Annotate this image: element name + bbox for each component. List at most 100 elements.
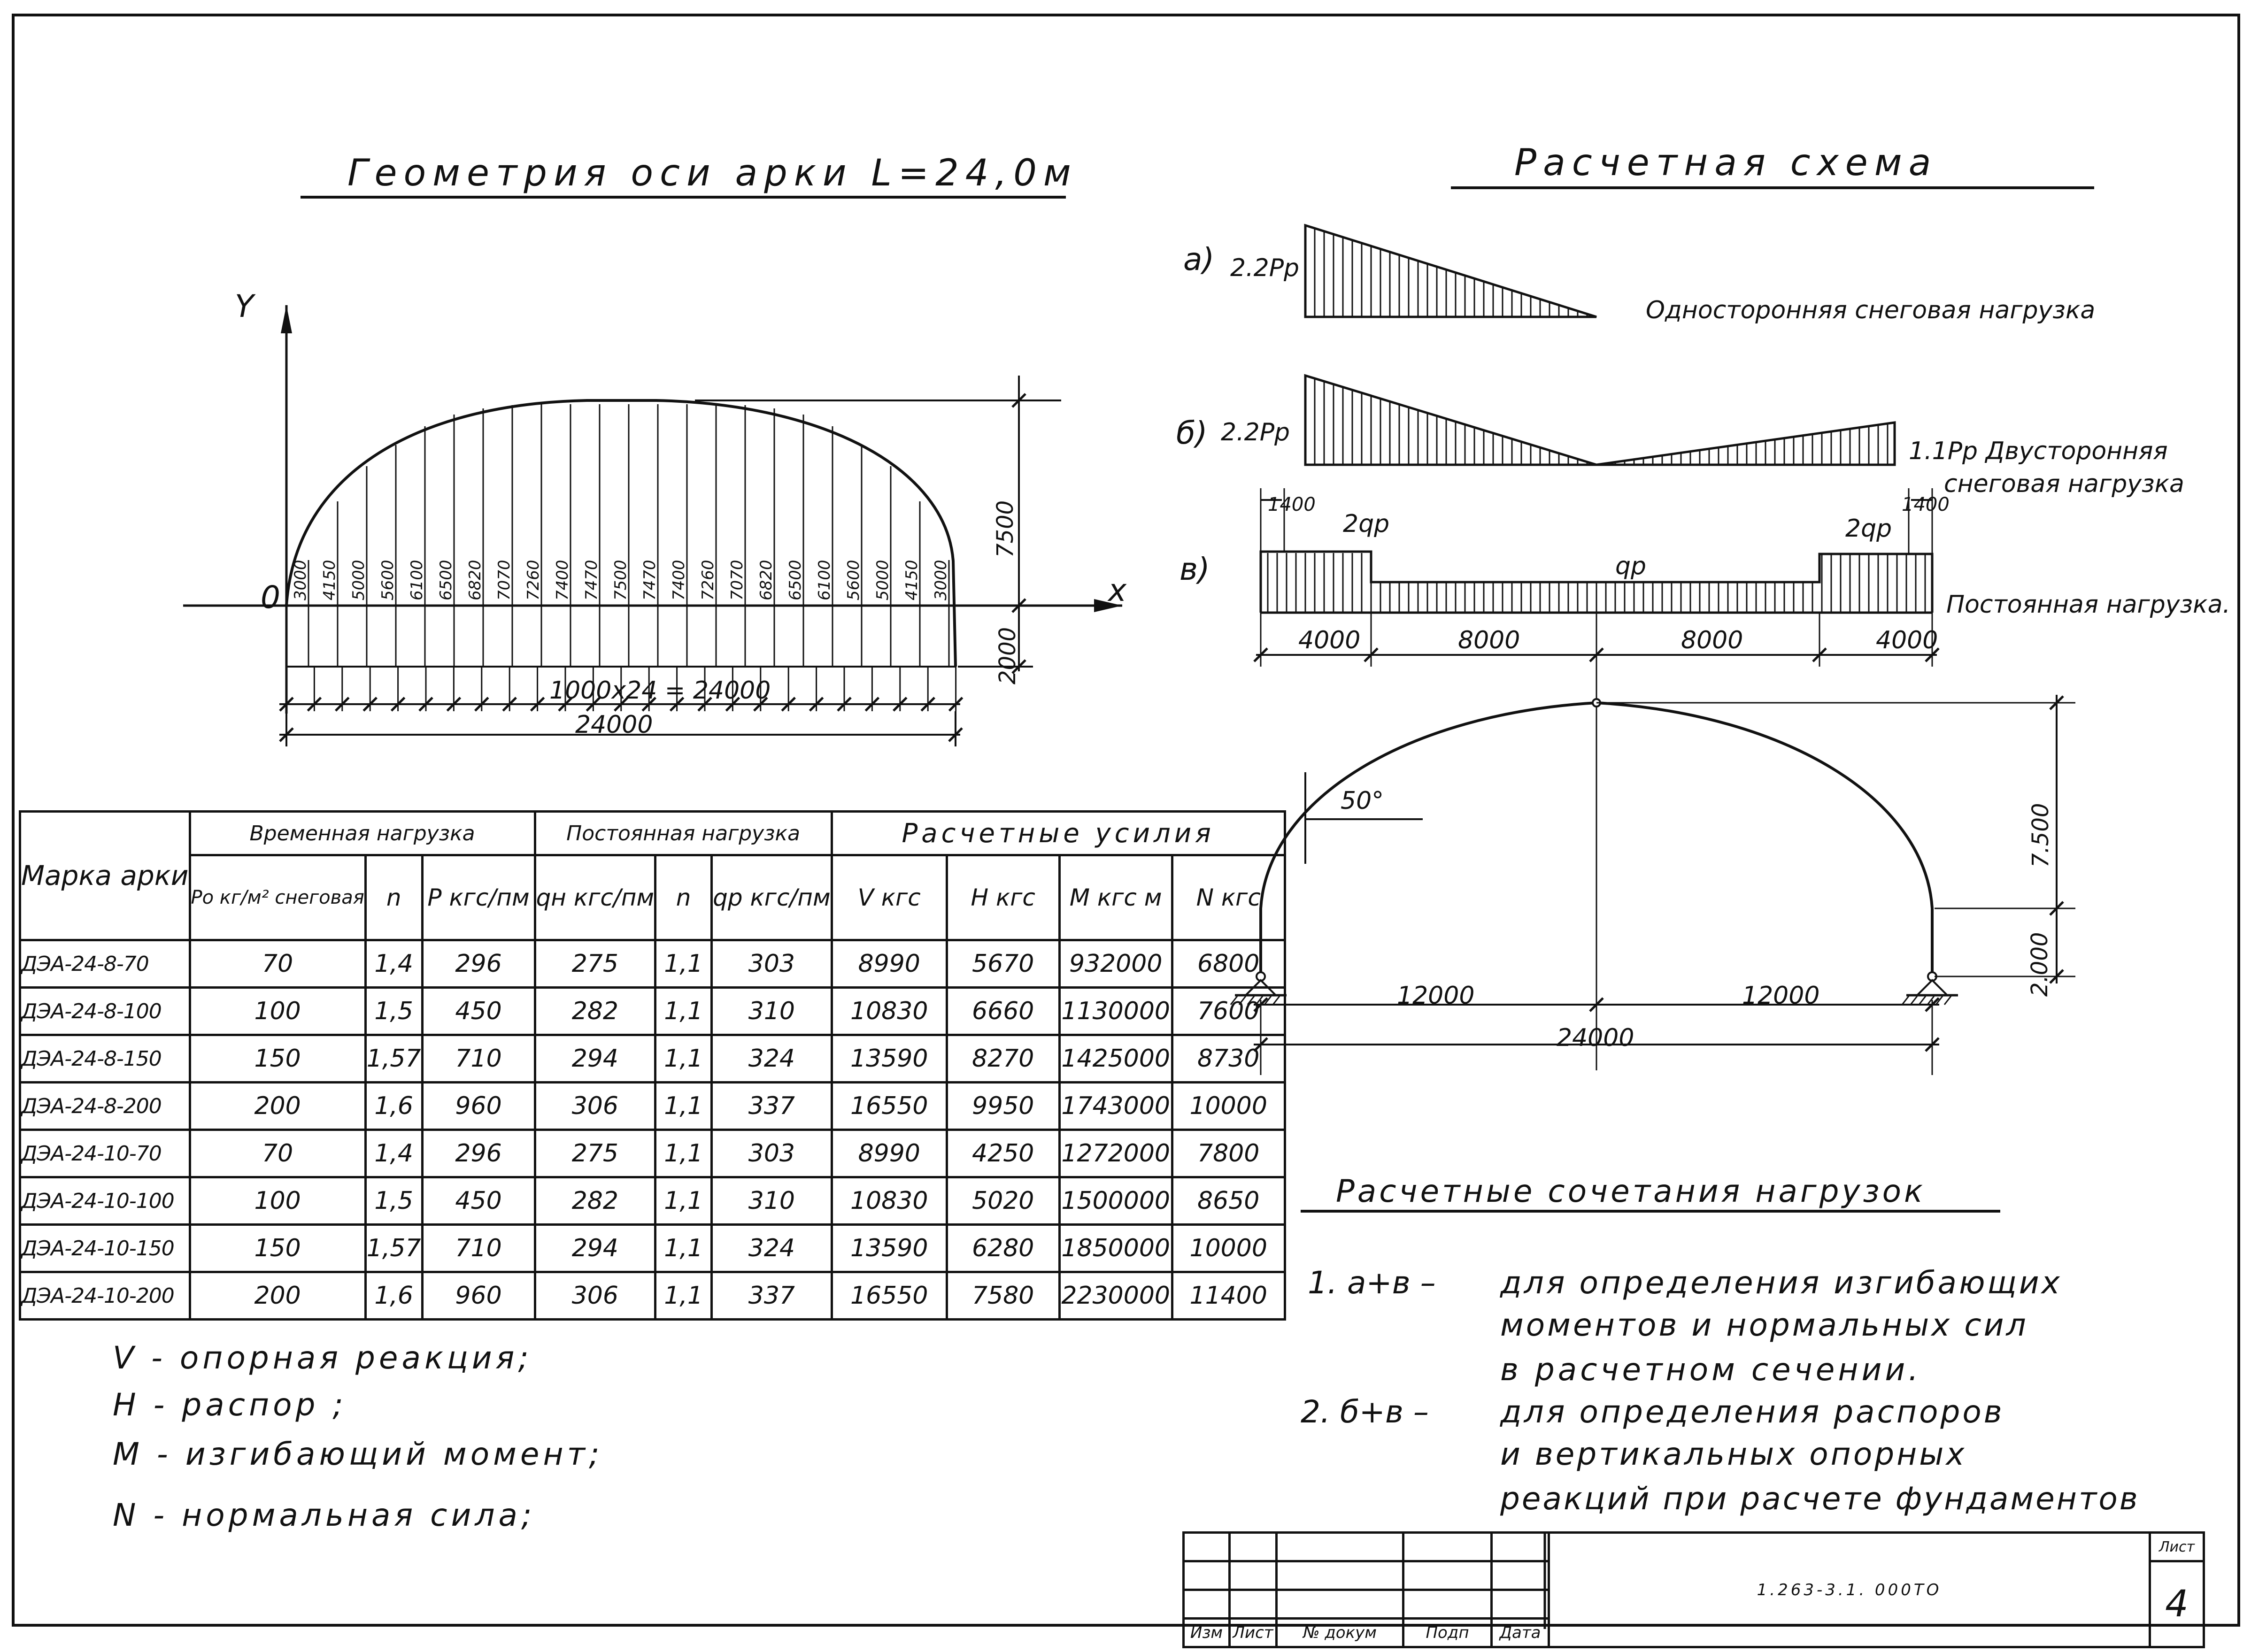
col-n1-header: n xyxy=(364,854,424,941)
y-axis-label: Y xyxy=(235,288,254,324)
seg-4000-left: 4000 xyxy=(1298,626,1361,654)
label-a-desc: Односторонняя снеговая нагрузка xyxy=(1646,296,2096,324)
table-cell: ДЭА-24-10-200 xyxy=(19,1271,191,1321)
table-cell: 324 xyxy=(710,1223,833,1273)
dimension-tick xyxy=(558,697,573,712)
table-cell: 1130000 xyxy=(1058,986,1173,1036)
dimension-tick xyxy=(390,697,406,712)
table-cell: 16550 xyxy=(830,1271,948,1321)
stamp-cell xyxy=(1402,1589,1493,1620)
stamp-cell xyxy=(1490,1531,1550,1562)
load-diagram-b-left xyxy=(1304,374,1597,466)
frame-rise-label: 7.500 xyxy=(2027,803,2054,868)
height-7500-label: 7500 xyxy=(992,500,1018,558)
dimension-tick xyxy=(641,697,656,712)
table-cell: 8730 xyxy=(1171,1034,1286,1083)
table-cell: 932000 xyxy=(1058,939,1173,989)
ordinate-label: 7260 xyxy=(524,560,543,600)
table-cell: 275 xyxy=(533,1129,657,1178)
table-cell: 10000 xyxy=(1171,1223,1286,1273)
dimension-tick xyxy=(2049,695,2064,710)
ordinate-label: 7400 xyxy=(670,560,688,600)
table-cell: 8990 xyxy=(830,939,948,989)
dimension-tick xyxy=(1812,647,1827,662)
seg-8000-left: 8000 xyxy=(1458,626,1520,654)
col-n-header: N кгс xyxy=(1171,854,1286,941)
dimension-tick xyxy=(1925,1037,1940,1052)
table-cell: 710 xyxy=(421,1034,536,1083)
load-diagram-a xyxy=(1304,223,1597,318)
angle-label: 50° xyxy=(1341,787,1384,815)
half-span-left: 12000 xyxy=(1397,982,1475,1010)
dimension-tick xyxy=(669,697,685,712)
ordinate-label: 3000 xyxy=(291,560,310,600)
dimension-tick xyxy=(530,697,545,712)
label-b-load-left: 2.2Pр xyxy=(1221,418,1290,446)
combination-2-key: 2. б+в – xyxy=(1301,1394,1429,1430)
table-cell: 10830 xyxy=(830,986,948,1036)
span-label: 24000 xyxy=(575,711,653,739)
load-2qp-right: 2qр xyxy=(1845,515,1892,543)
frame-wall-label: 2.000 xyxy=(2027,932,2053,997)
table-cell: ДЭА-24-8-70 xyxy=(19,939,191,989)
dimension-tick xyxy=(1011,393,1026,408)
ordinate-label: 4150 xyxy=(320,560,339,600)
dimension-tick xyxy=(920,697,935,712)
ordinate-label: 3000 xyxy=(932,560,950,600)
stamp-cell xyxy=(1275,1560,1404,1591)
table-cell: ДЭА-24-8-100 xyxy=(19,986,191,1036)
dimension-tick xyxy=(1925,647,1940,662)
combinations-title: Расчетные сочетания нагрузок xyxy=(1336,1173,1926,1209)
table-cell: 13590 xyxy=(830,1223,948,1273)
table-cell: 306 xyxy=(533,1081,657,1131)
ordinate-label: 7400 xyxy=(553,560,572,600)
ordinate-label: 4150 xyxy=(902,560,921,600)
table-cell: 1,1 xyxy=(654,1176,713,1226)
dimension-tick xyxy=(335,697,350,712)
table-cell: 303 xyxy=(710,939,833,989)
legend-v: V - опорная реакция; xyxy=(113,1340,532,1376)
height-2000-label: 2000 xyxy=(994,627,1021,684)
table-cell: 9950 xyxy=(945,1081,1061,1131)
label-v: в) xyxy=(1179,551,1210,587)
support-hatch xyxy=(1943,996,1952,1005)
table-cell: 10000 xyxy=(1171,1081,1286,1131)
stamp-col-date: Дата xyxy=(1490,1617,1550,1648)
seg-8000-right: 8000 xyxy=(1681,626,1743,654)
dimension-tick xyxy=(864,697,880,712)
table-cell: 6800 xyxy=(1171,939,1286,989)
table-cell: 1743000 xyxy=(1058,1081,1173,1131)
ordinate-label: 5000 xyxy=(349,560,368,600)
load-2qp-left: 2qр xyxy=(1343,510,1390,538)
table-cell: 1,6 xyxy=(364,1081,424,1131)
half-span-right: 12000 xyxy=(1742,982,1820,1010)
table-cell: 710 xyxy=(421,1223,536,1273)
table-cell: 6660 xyxy=(945,986,1061,1036)
combination-2-line-1: для определения распоров xyxy=(1500,1394,2004,1430)
col-qp-header: qр кгс/пм xyxy=(710,854,833,941)
load-diagram-v xyxy=(1259,550,1934,613)
dimension-tick xyxy=(502,697,517,712)
table-cell: 16550 xyxy=(830,1081,948,1131)
ordinate-label: 7070 xyxy=(495,560,514,600)
table-cell: 100 xyxy=(188,986,367,1036)
seg-4000-right: 4000 xyxy=(1876,626,1938,654)
label-a-load: 2.2Pр xyxy=(1230,254,1300,282)
table-cell: ДЭА-24-8-200 xyxy=(19,1081,191,1131)
table-cell: 1,57 xyxy=(364,1223,424,1273)
table-cell: 337 xyxy=(710,1271,833,1321)
stamp-col-list: Лист xyxy=(1228,1617,1278,1648)
support-hatch xyxy=(1935,996,1943,1005)
label-b-desc: снеговая нагрузка xyxy=(1944,470,2184,498)
title-block: 1.263-3.1. 000ТО Лист 4 Изм Лист № докум… xyxy=(1182,1531,2205,1648)
dimension-tick xyxy=(837,697,852,712)
table-cell: 70 xyxy=(188,939,367,989)
table-cell: 4250 xyxy=(945,1129,1061,1178)
col-mark-header: Марка арки xyxy=(19,810,191,941)
ordinate-label: 7260 xyxy=(699,560,717,600)
combination-1-line-1: для определения изгибающих xyxy=(1500,1265,2062,1301)
dimension-tick xyxy=(1253,647,1268,662)
